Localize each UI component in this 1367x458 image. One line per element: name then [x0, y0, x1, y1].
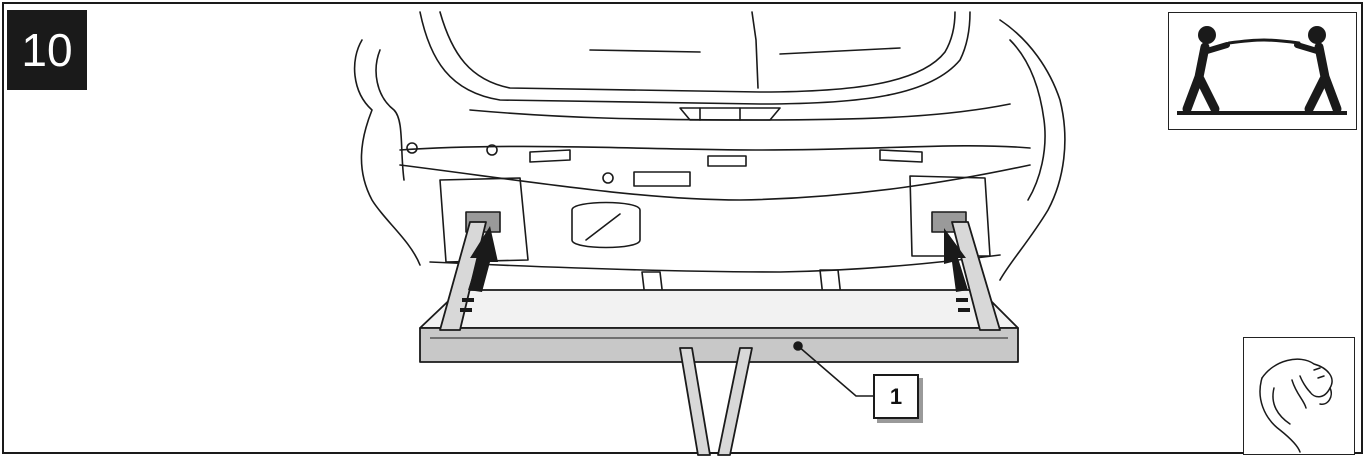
direction-arrows — [460, 226, 970, 312]
callout-part-1: 1 — [873, 374, 919, 419]
hand-tighten-icon — [1243, 337, 1355, 455]
rear-window-outline — [419, 11, 971, 105]
two-person-lift-icon — [1168, 12, 1357, 130]
right-up-arrow — [944, 228, 968, 292]
left-up-arrow — [468, 226, 498, 292]
tow-bar-crossbeam — [419, 221, 1019, 456]
callout-leader — [793, 341, 873, 397]
step-number-badge: 10 — [7, 10, 87, 90]
